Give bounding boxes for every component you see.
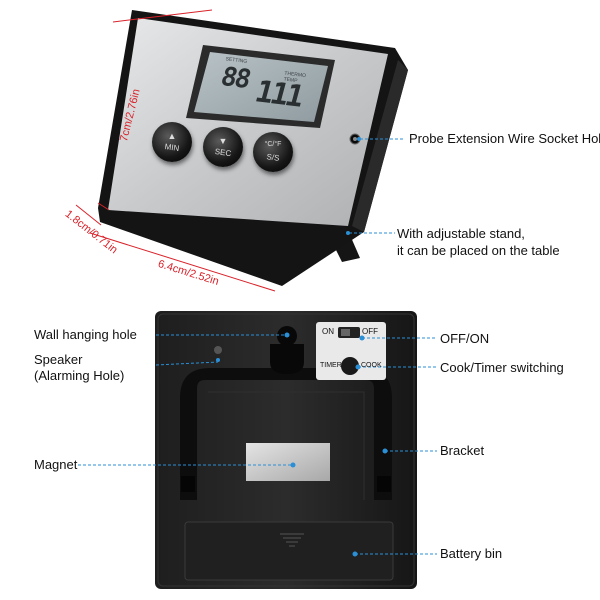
probe-socket-callout: Probe Extension Wire Socket Hole xyxy=(409,131,600,146)
battery-bin xyxy=(184,521,394,581)
probe-socket-hole xyxy=(349,133,361,145)
celsius-fahrenheit-icon: °C/°F xyxy=(264,141,282,148)
wall-hole-callout: Wall hanging hole xyxy=(34,327,137,342)
start-stop-label: S/S xyxy=(265,152,281,163)
arrow-up-icon: ▲ xyxy=(167,131,177,141)
battery-callout: Battery bin xyxy=(440,546,503,561)
switch-panel xyxy=(316,322,386,380)
bracket-callout: Bracket xyxy=(440,443,485,458)
sec-label: SEC xyxy=(214,146,232,159)
magnet-callout: Magnet xyxy=(34,457,78,472)
timer-label: TIMER xyxy=(320,362,342,369)
cook-timer-callout: Cook/Timer switching xyxy=(440,360,564,375)
off-on-callout: OFF/ON xyxy=(440,331,490,346)
min-label: MIN xyxy=(164,142,180,153)
lcd-digits-right: 111 xyxy=(251,74,306,115)
speaker-hole xyxy=(214,346,222,354)
cook-timer-button[interactable] xyxy=(341,357,359,375)
speaker-callout-line1: Speaker xyxy=(34,352,83,367)
stand-callout-line2: it can be placed on the table xyxy=(397,243,560,258)
switch-off-label: OFF xyxy=(362,327,378,336)
leader-lines xyxy=(78,137,437,557)
min-button[interactable]: ▲ MIN xyxy=(152,122,192,162)
dimension-lines xyxy=(75,9,276,292)
stand-callout-line1: With adjustable stand, xyxy=(397,226,525,241)
thermometer-back xyxy=(155,311,417,589)
arrow-down-icon: ▼ xyxy=(218,136,228,146)
battery-arrow-icon xyxy=(280,533,304,547)
switch-on-label: ON xyxy=(322,327,334,336)
sec-button[interactable]: ▼ SEC xyxy=(203,127,243,167)
lcd-screen xyxy=(194,52,328,122)
cook-label: COOK xyxy=(361,362,382,369)
magnet xyxy=(246,443,330,481)
unit-start-stop-button[interactable]: °C/°F S/S xyxy=(253,132,293,172)
wall-hanging-hole xyxy=(270,344,304,374)
speaker-callout-line2: (Alarming Hole) xyxy=(34,368,125,383)
